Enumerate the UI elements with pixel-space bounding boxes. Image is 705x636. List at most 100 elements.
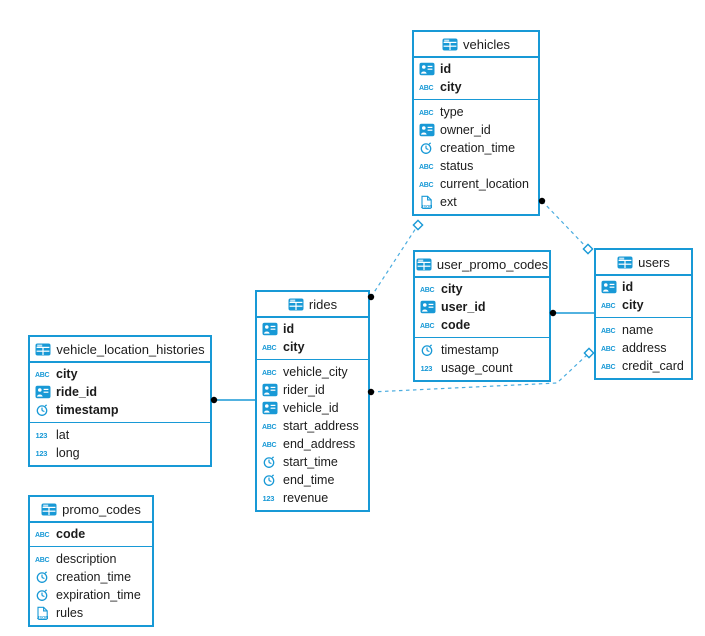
svg-text:ABC: ABC (262, 442, 277, 449)
column-label: city (56, 367, 78, 381)
table-header[interactable]: promo_codes (30, 497, 152, 523)
column-label: current_location (440, 177, 529, 191)
json-icon: JSON (421, 195, 432, 209)
column-row-rider_id[interactable]: rider_id (257, 381, 368, 399)
table-vehicle_location_histories[interactable]: vehicle_location_histories ABC city ride_… (28, 335, 212, 467)
column-label: rules (56, 606, 84, 620)
table-header[interactable]: rides (257, 292, 368, 318)
column-label: city (441, 282, 463, 296)
one-end-diamond (412, 219, 424, 231)
number-123-icon: 123 (421, 364, 433, 373)
column-row-timestamp[interactable]: timestamp (30, 401, 210, 419)
column-row-creation_time[interactable]: creation_time (30, 568, 152, 586)
uuid-icon (262, 401, 278, 415)
column-label: owner_id (440, 123, 491, 137)
column-row-id[interactable]: id (414, 60, 538, 78)
clock-icon (421, 344, 433, 356)
column-row-user_id[interactable]: user_id (415, 298, 549, 316)
column-label: id (622, 280, 634, 294)
column-label: lat (56, 428, 70, 442)
section-divider (30, 546, 152, 547)
abc-text-icon: ABC (35, 557, 50, 564)
column-label: creation_time (56, 570, 132, 584)
column-row-owner_id[interactable]: owner_id (414, 121, 538, 139)
svg-text:ABC: ABC (419, 110, 434, 117)
svg-text:ABC: ABC (419, 182, 434, 189)
column-label: end_address (283, 437, 356, 451)
uuid-icon (262, 383, 278, 397)
abc-text-icon: ABC (262, 424, 277, 431)
column-row-id[interactable]: id (596, 278, 691, 296)
column-label: type (440, 105, 464, 119)
column-row-creation_time[interactable]: creation_time (414, 139, 538, 157)
column-row-city[interactable]: ABC city (30, 365, 210, 383)
column-label: description (56, 552, 117, 566)
table-header[interactable]: user_promo_codes (415, 252, 549, 278)
svg-text:ABC: ABC (262, 424, 277, 431)
number-123-icon: 123 (263, 494, 275, 503)
column-label: city (440, 80, 462, 94)
svg-text:ABC: ABC (262, 370, 277, 377)
table-title: user_promo_codes (436, 256, 549, 272)
relationship-rides-to-vehicles (370, 224, 419, 298)
table-title: vehicles (463, 36, 510, 52)
column-label: ext (440, 195, 457, 209)
column-row-revenue[interactable]: 123 revenue (257, 489, 368, 507)
table-header[interactable]: vehicles (414, 32, 538, 58)
column-label: user_id (441, 300, 486, 314)
abc-text-icon: ABC (35, 372, 50, 379)
column-row-start_time[interactable]: start_time (257, 453, 368, 471)
uuid-icon (420, 300, 436, 314)
column-label: address (622, 341, 667, 355)
clock-icon (420, 142, 432, 154)
svg-text:123: 123 (263, 494, 275, 503)
column-row-description[interactable]: ABC description (30, 550, 152, 568)
column-label: revenue (283, 491, 329, 505)
column-row-end_time[interactable]: end_time (257, 471, 368, 489)
column-row-ride_id[interactable]: ride_id (30, 383, 210, 401)
table-header[interactable]: users (596, 250, 691, 276)
column-label: expiration_time (56, 588, 141, 602)
column-row-timestamp[interactable]: timestamp (415, 341, 549, 359)
clock-icon (36, 571, 48, 583)
abc-text-icon: ABC (420, 287, 435, 294)
column-row-current_location[interactable]: ABC current_location (414, 175, 538, 193)
svg-text:ABC: ABC (420, 287, 435, 294)
table-header[interactable]: vehicle_location_histories (30, 337, 210, 363)
clock-icon (263, 456, 275, 468)
svg-text:ABC: ABC (420, 323, 435, 330)
table-icon (41, 503, 57, 515)
column-row-ext[interactable]: JSON ext (414, 193, 538, 211)
column-row-expiration_time[interactable]: expiration_time (30, 586, 152, 604)
column-row-type[interactable]: ABC type (414, 103, 538, 121)
column-row-id[interactable]: id (257, 320, 368, 338)
column-row-vehicle_id[interactable]: vehicle_id (257, 399, 368, 417)
column-row-city[interactable]: ABC city (415, 280, 549, 298)
column-row-end_address[interactable]: ABC end_address (257, 435, 368, 453)
